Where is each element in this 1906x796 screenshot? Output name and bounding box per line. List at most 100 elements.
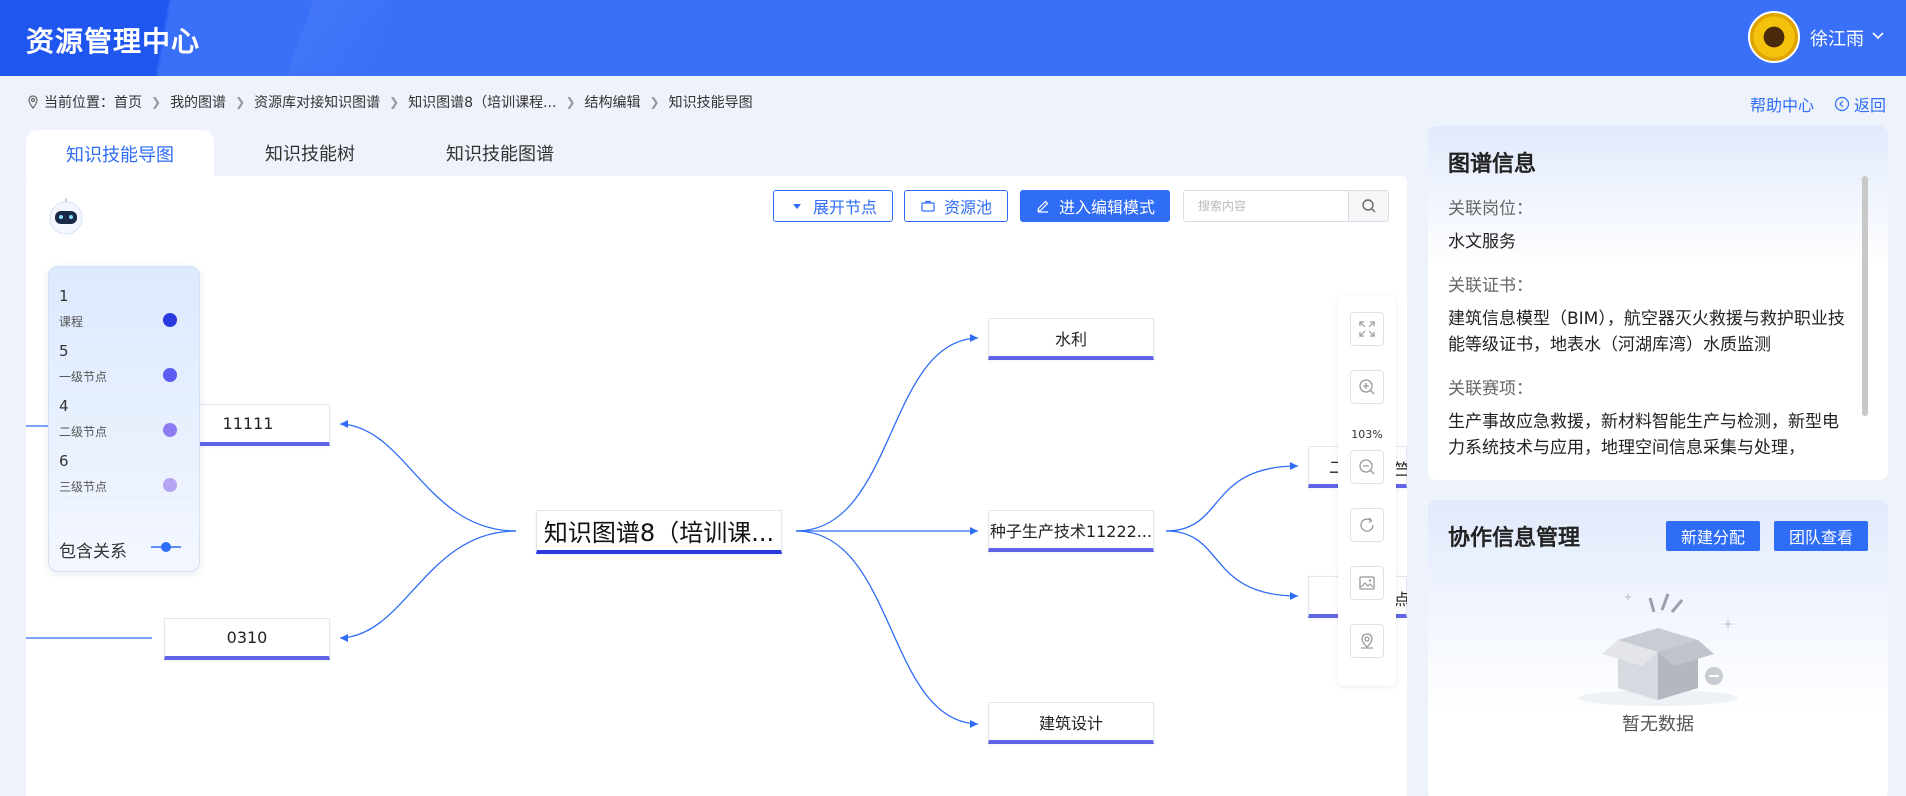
breadcrumb-item-home[interactable]: 首页 bbox=[114, 95, 142, 111]
enter-edit-mode-label: 进入编辑模式 bbox=[1058, 198, 1155, 217]
empty-state-text: 暂无数据 bbox=[1622, 714, 1694, 735]
search-button[interactable] bbox=[1348, 191, 1388, 221]
app-header: 资源管理中心 徐江雨 bbox=[0, 0, 1906, 76]
zoom-out-button[interactable] bbox=[1350, 450, 1384, 484]
edge-root-water bbox=[795, 337, 979, 532]
robot-assistant-icon[interactable] bbox=[46, 196, 86, 236]
legend-dot bbox=[163, 423, 177, 437]
chevron-right-icon: ❯ bbox=[151, 95, 162, 109]
chevron-right-icon: ❯ bbox=[565, 95, 576, 109]
graph-info-body[interactable]: 关联岗位： 水文服务 关联证书： 建筑信息模型（BIM），航空器灭火救援与救护职… bbox=[1448, 194, 1848, 476]
mindmap-canvas[interactable]: 展开节点 资源池 进入编辑模式 bbox=[26, 176, 1407, 796]
legend-relation-label: 包含关系 bbox=[59, 542, 127, 562]
edge-root-0310 bbox=[339, 530, 517, 639]
arrow-head bbox=[970, 527, 978, 535]
legend-dot bbox=[163, 313, 177, 327]
fullscreen-button[interactable] bbox=[1350, 312, 1384, 346]
mindmap-node-architecture[interactable]: 建筑设计 bbox=[988, 702, 1154, 744]
avatar[interactable] bbox=[1748, 11, 1800, 63]
arrow-head bbox=[1290, 592, 1298, 600]
view-tabs: 知识技能导图 知识技能树 知识技能图谱 bbox=[26, 130, 596, 178]
related-job-value: 水文服务 bbox=[1448, 232, 1516, 252]
help-center-link[interactable]: 帮助中心 bbox=[1750, 96, 1815, 115]
arrow-head bbox=[340, 634, 348, 642]
enter-edit-mode-button[interactable]: 进入编辑模式 bbox=[1020, 190, 1170, 222]
search-input[interactable] bbox=[1184, 191, 1348, 221]
location-pin-icon bbox=[1361, 633, 1373, 649]
legend-count: 1 bbox=[59, 287, 69, 305]
tab-knowledge-skill-tree[interactable]: 知识技能树 bbox=[216, 130, 404, 176]
zoom-toolbar: 103% bbox=[1338, 296, 1396, 686]
reset-view-button[interactable] bbox=[1350, 508, 1384, 542]
expand-nodes-button[interactable]: 展开节点 bbox=[773, 190, 893, 222]
legend-item-level1: 5 一级节点 bbox=[59, 336, 191, 388]
mindmap-node-seed-production[interactable]: 种子生产技术11222... bbox=[988, 510, 1154, 552]
search-box bbox=[1183, 190, 1389, 222]
edge-seed-child2 bbox=[1165, 530, 1299, 597]
breadcrumb: 当前位置： 首页 ❯ 我的图谱 ❯ 资源库对接知识图谱 ❯ 知识图谱8（培训课程… bbox=[26, 92, 753, 112]
legend-label: 课程 bbox=[59, 315, 84, 329]
search-icon bbox=[1361, 199, 1375, 213]
zoom-out-icon bbox=[1359, 459, 1375, 475]
resource-pool-label: 资源池 bbox=[943, 198, 992, 217]
location-icon bbox=[28, 95, 38, 109]
edge-seed-child1 bbox=[1165, 465, 1299, 532]
related-cert-label: 关联证书： bbox=[1448, 276, 1533, 296]
zoom-in-button[interactable] bbox=[1350, 370, 1384, 404]
breadcrumb-item-resource-graph[interactable]: 资源库对接知识图谱 bbox=[254, 95, 381, 111]
edge-root-11111 bbox=[339, 423, 517, 532]
legend-label: 一级节点 bbox=[59, 370, 108, 384]
mindmap-root-node[interactable]: 知识图谱8（培训课... bbox=[536, 510, 782, 554]
zoom-level: 103% bbox=[1351, 428, 1383, 441]
related-contest-label: 关联赛项： bbox=[1448, 379, 1533, 399]
back-icon bbox=[1834, 96, 1850, 112]
app-title: 资源管理中心 bbox=[26, 25, 201, 58]
chevron-right-icon: ❯ bbox=[649, 95, 660, 109]
related-cert-value: 建筑信息模型（BIM），航空器灭火救援与救护职业技能等级证书，地表水（河湖库湾）… bbox=[1448, 309, 1845, 355]
legend-dot bbox=[163, 368, 177, 382]
edit-icon bbox=[1037, 200, 1049, 213]
back-link[interactable]: 返回 bbox=[1834, 92, 1886, 116]
locate-button[interactable] bbox=[1350, 624, 1384, 658]
image-icon bbox=[1359, 576, 1375, 590]
legend-dot bbox=[163, 478, 177, 492]
related-contest-value: 生产事故应急救援，新材料智能生产与检测，新型电力系统技术与应用，地理空间信息采集… bbox=[1448, 412, 1839, 458]
fullscreen-icon bbox=[1359, 321, 1375, 337]
resource-pool-button[interactable]: 资源池 bbox=[904, 190, 1008, 222]
chevron-right-icon: ❯ bbox=[235, 95, 246, 109]
scrollbar-thumb[interactable] bbox=[1862, 176, 1868, 416]
tab-knowledge-skill-map[interactable]: 知识技能导图 bbox=[26, 130, 214, 178]
arrow-head bbox=[970, 720, 978, 728]
legend-label: 三级节点 bbox=[59, 480, 108, 494]
mindmap-node-0310[interactable]: 0310 bbox=[164, 618, 330, 660]
collaboration-title: 协作信息管理 bbox=[1448, 526, 1581, 551]
breadcrumb-item-graph8[interactable]: 知识图谱8（培训课程... bbox=[408, 95, 557, 111]
refresh-icon bbox=[1360, 517, 1374, 532]
team-view-button[interactable]: 团队查看 bbox=[1774, 521, 1868, 551]
caret-down-icon bbox=[792, 204, 801, 209]
node-text-overflow: 点 bbox=[1394, 590, 1407, 609]
export-image-button[interactable] bbox=[1350, 566, 1384, 600]
chevron-down-icon[interactable] bbox=[1870, 27, 1886, 43]
graph-info-panel: 图谱信息 关联岗位： 水文服务 关联证书： 建筑信息模型（BIM），航空器灭火救… bbox=[1428, 126, 1888, 480]
breadcrumb-item-current: 知识技能导图 bbox=[668, 95, 753, 111]
mindmap-node-water[interactable]: 水利 bbox=[988, 318, 1154, 360]
breadcrumb-item-structure-edit[interactable]: 结构编辑 bbox=[584, 95, 641, 111]
zoom-in-icon bbox=[1359, 379, 1375, 395]
arrow-head bbox=[970, 334, 978, 342]
breadcrumb-item-my-graphs[interactable]: 我的图谱 bbox=[170, 95, 227, 111]
legend-count: 6 bbox=[59, 452, 69, 470]
edge-root-architecture bbox=[795, 530, 979, 725]
arrow-head bbox=[1290, 462, 1298, 470]
tab-knowledge-skill-graph[interactable]: 知识技能图谱 bbox=[406, 130, 594, 176]
empty-box-icon bbox=[1578, 593, 1738, 706]
relation-line-icon bbox=[151, 542, 181, 552]
arrow-head bbox=[340, 420, 348, 428]
briefcase-icon bbox=[921, 200, 935, 212]
breadcrumb-prefix: 当前位置： bbox=[44, 95, 114, 111]
node-legend: 1 课程 5 一级节点 4 二级节点 6 三级节点 包含关系 bbox=[48, 266, 200, 572]
new-assignment-button[interactable]: 新建分配 bbox=[1666, 521, 1760, 551]
node-text-overflow: 竺 bbox=[1394, 460, 1407, 479]
user-name[interactable]: 徐江雨 bbox=[1810, 29, 1864, 50]
chevron-right-icon: ❯ bbox=[389, 95, 400, 109]
